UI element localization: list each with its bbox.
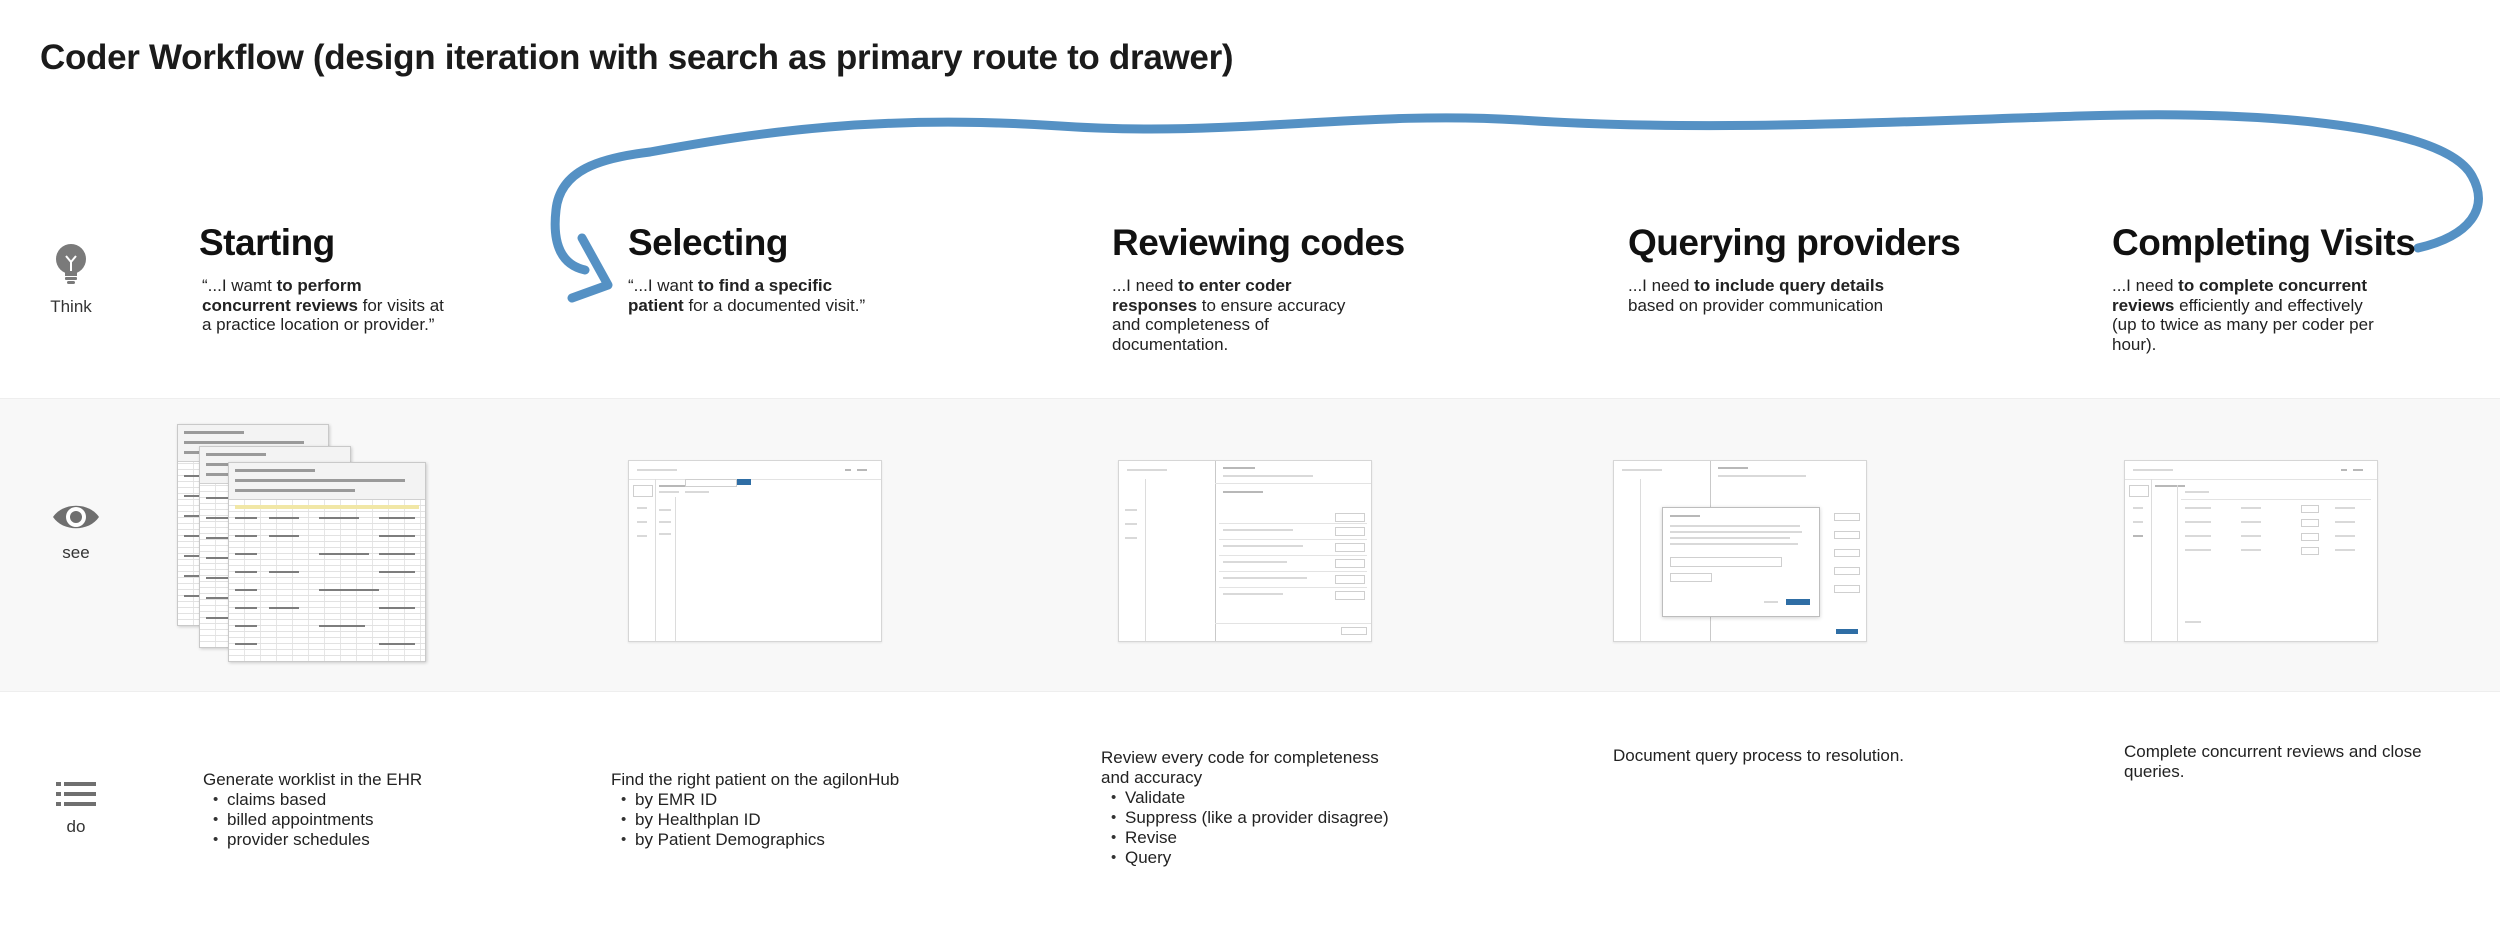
stage-heading-starting: Starting — [199, 222, 335, 263]
quote-text: ...I need — [1628, 276, 1695, 295]
do-list: claims based billed appointments provide… — [203, 790, 463, 850]
quote-emphasis: to complete concurrent reviews — [2112, 276, 2368, 315]
do-list-item: by Patient Demographics — [611, 830, 911, 850]
do-list: Validate Suppress (like a provider disag… — [1101, 788, 1401, 868]
do-intro: Complete concurrent reviews and close qu… — [2124, 742, 2422, 781]
stage-quote-selecting: “...I want to find a specific patient fo… — [628, 276, 888, 315]
quote-text: “...I wamt — [202, 276, 277, 295]
quote-text: for visits at a practice location or pro… — [202, 295, 444, 335]
quote-text: for a documented visit.” — [683, 295, 866, 315]
visit-list-thumbnail — [2124, 460, 2378, 642]
quote-text: “...I want — [628, 276, 698, 295]
do-block-starting: Generate worklist in the EHR claims base… — [203, 770, 463, 850]
code-review-thumbnail — [1118, 460, 1372, 642]
patient-search-thumbnail — [628, 460, 882, 642]
quote-text: based on provider communication — [1628, 295, 1884, 315]
do-block-completing-visits: Complete concurrent reviews and close qu… — [2124, 742, 2424, 782]
query-dialog-thumbnail — [1613, 460, 1867, 642]
do-list-item: Revise — [1101, 828, 1401, 848]
do-list-item: Validate — [1101, 788, 1401, 808]
do-label: do — [66, 817, 86, 836]
stage-heading-completing-visits: Completing Visits — [2112, 222, 2416, 263]
quote-emphasis: to enter coder responses — [1112, 276, 1292, 315]
do-list-item: provider schedules — [203, 830, 463, 850]
stage-quote-querying-providers: ...I need to include query details based… — [1628, 276, 1898, 315]
quote-text: efficiently and effectively (up to twice… — [2112, 295, 2374, 354]
stage-heading-selecting: Selecting — [628, 222, 789, 263]
page-title: Coder Workflow (design iteration with se… — [40, 38, 1234, 77]
quote-emphasis: to find a specific patient — [628, 276, 833, 315]
quote-emphasis: to perform concurrent reviews — [202, 276, 362, 315]
list-icon — [56, 782, 96, 806]
eye-icon — [53, 505, 99, 529]
spreadsheet-page — [228, 462, 426, 662]
quote-text: to ensure accuracy and completeness of d… — [1112, 295, 1346, 354]
see-label: see — [62, 543, 90, 562]
quote-emphasis: to include query details — [1694, 276, 1885, 295]
do-list-item: Query — [1101, 848, 1401, 868]
do-row-label: do — [26, 780, 126, 837]
do-block-querying-providers: Document query process to resolution. — [1613, 746, 1933, 766]
quote-text: ...I need — [2112, 276, 2179, 295]
stage-quote-completing-visits: ...I need to complete concurrent reviews… — [2112, 276, 2382, 354]
stage-quote-reviewing-codes: ...I need to enter coder responses to en… — [1112, 276, 1377, 354]
see-row-label: see — [26, 500, 126, 563]
do-block-reviewing-codes: Review every code for completeness and a… — [1101, 748, 1401, 868]
do-intro: Document query process to resolution. — [1613, 746, 1905, 765]
do-block-selecting: Find the right patient on the agilonHub … — [611, 770, 911, 850]
do-list-item: billed appointments — [203, 810, 463, 830]
do-list-item: by Healthplan ID — [611, 810, 911, 830]
stage-quote-starting: “...I wamt to perform concurrent reviews… — [202, 276, 452, 335]
do-list: by EMR ID by Healthplan ID by Patient De… — [611, 790, 911, 850]
do-intro: Find the right patient on the agilonHub — [611, 770, 900, 789]
spreadsheet-ribbon — [229, 463, 425, 500]
flow-arrow-head — [567, 233, 613, 303]
do-intro: Generate worklist in the EHR — [203, 770, 423, 789]
think-row-label: Think — [21, 244, 121, 317]
do-list-item: claims based — [203, 790, 463, 810]
quote-text: ...I need — [1112, 276, 1179, 295]
do-list-item: by EMR ID — [611, 790, 911, 810]
stage-heading-querying-providers: Querying providers — [1628, 222, 1961, 263]
lightbulb-icon — [56, 244, 86, 284]
stage-heading-reviewing-codes: Reviewing codes — [1112, 222, 1405, 263]
do-intro: Review every code for completeness and a… — [1101, 748, 1379, 787]
think-label: Think — [50, 297, 92, 316]
do-list-item: Suppress (like a provider disagree) — [1101, 808, 1401, 828]
